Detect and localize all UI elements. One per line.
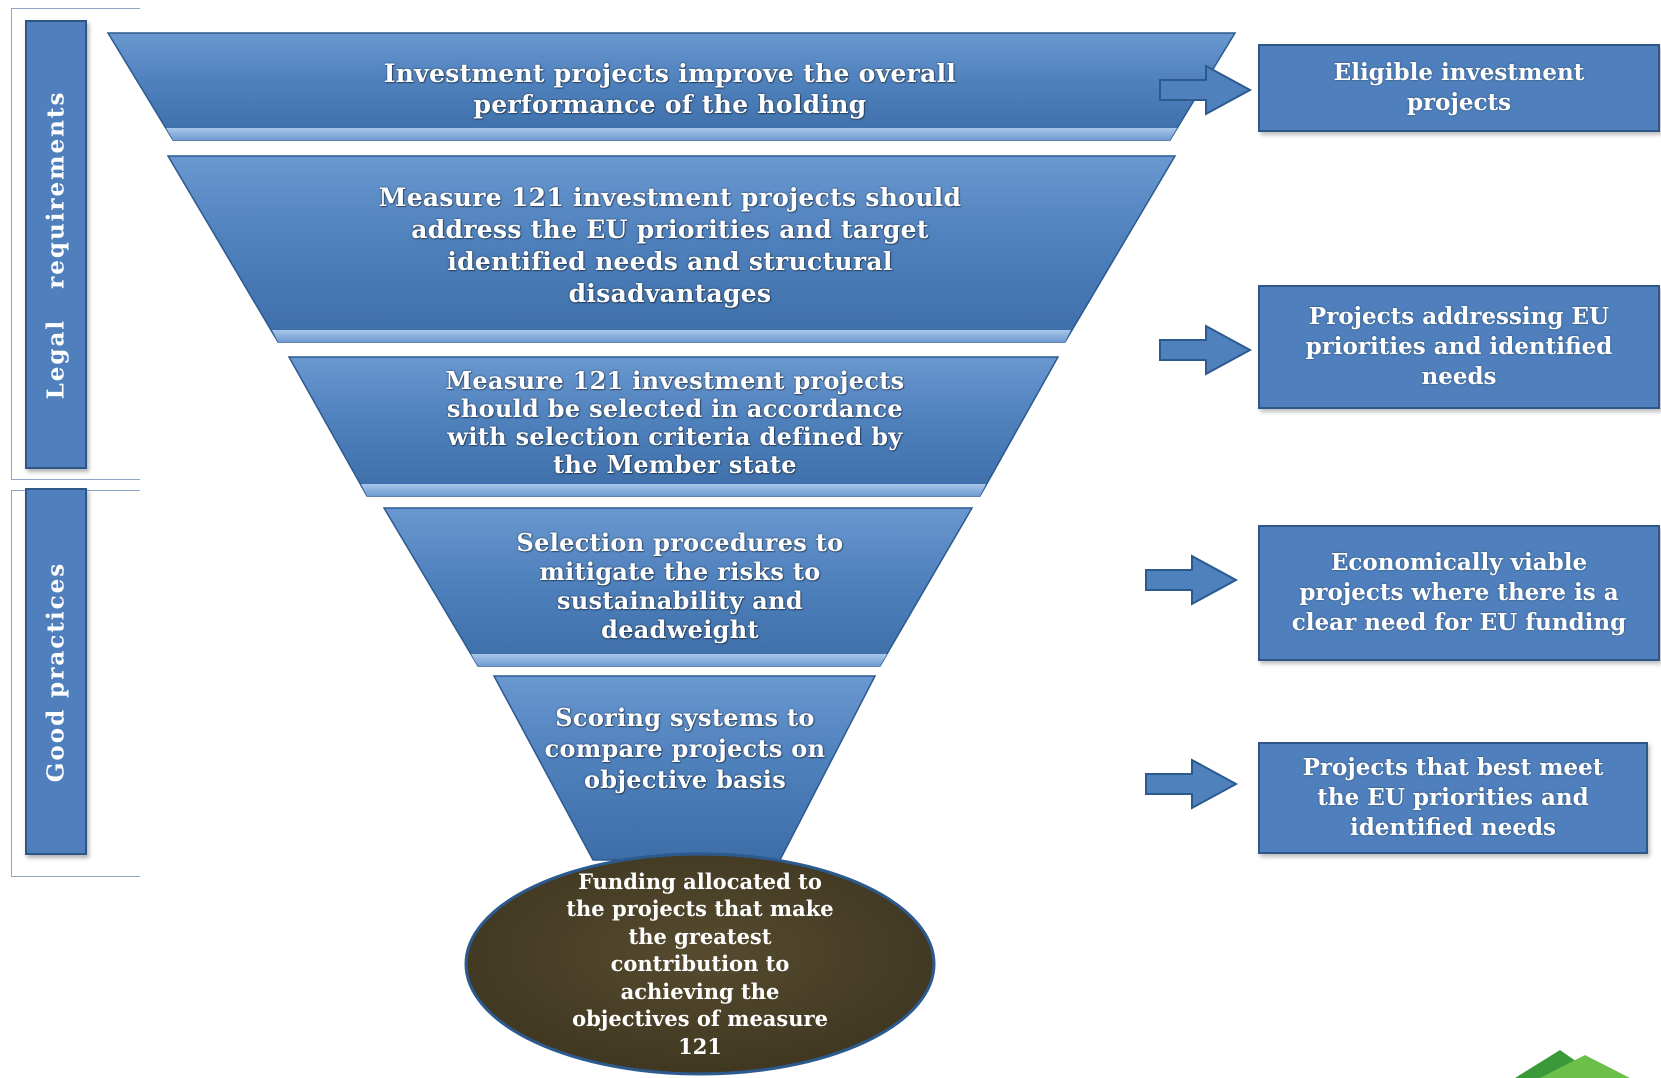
funnel-text-line: disadvantages xyxy=(568,279,772,308)
good-practices-label: Good practices xyxy=(25,488,87,855)
funnel-text-line: sustainability and xyxy=(557,586,803,615)
outcome-text-line: 121 xyxy=(678,1033,722,1059)
funnel-text-line: performance of the holding xyxy=(473,90,867,119)
result-text-line: the EU priorities and xyxy=(1317,784,1589,811)
outcome-text-line: achieving the xyxy=(620,978,780,1004)
legal-bracket xyxy=(11,8,140,480)
result-text-line: Projects addressing EU xyxy=(1308,303,1610,330)
funnel-level-3-text: Measure 121 investment projects should b… xyxy=(380,364,970,482)
result-text-line: identified needs xyxy=(1349,814,1556,841)
funnel-text-line: Measure 121 investment projects should xyxy=(378,183,962,212)
logo-icon xyxy=(1515,1050,1630,1078)
outcome-text-line: Funding allocated to xyxy=(578,868,822,894)
funnel-text-line: mitigate the risks to xyxy=(539,557,821,586)
outcome-text: Funding allocated to the projects that m… xyxy=(520,866,880,1062)
result-text-line: needs xyxy=(1421,363,1497,390)
outcome-text-line: the projects that make xyxy=(566,896,834,922)
funnel-text-line: with selection criteria defined by xyxy=(447,422,903,451)
result-text-line: projects where there is a xyxy=(1299,579,1619,606)
funnel-text-line: the Member state xyxy=(553,450,797,479)
legal-requirements-label: Legal requirements xyxy=(25,20,87,469)
arrow-icon xyxy=(1159,324,1253,376)
outcome-text-line: objectives of measure xyxy=(572,1006,828,1032)
result-box-viable: Economically viable projects where there… xyxy=(1258,525,1660,661)
funnel-level-1-text: Investment projects improve the overall … xyxy=(250,55,1090,123)
result-box-eligible: Eligible investment projects xyxy=(1258,44,1660,132)
funnel-level-4-text: Selection procedures to mitigate the ris… xyxy=(460,526,900,646)
funnel-level-3-shape xyxy=(287,356,1060,497)
funnel-text-line: Selection procedures to xyxy=(516,528,844,557)
arrow-icon xyxy=(1145,758,1239,810)
result-box-best-meet: Projects that best meet the EU prioritie… xyxy=(1258,742,1648,854)
outcome-ellipse xyxy=(464,852,936,1076)
funnel-text-line: Scoring systems to xyxy=(555,702,815,732)
result-text-line: projects xyxy=(1406,89,1512,116)
result-box-priorities: Projects addressing EU priorities and id… xyxy=(1258,285,1660,409)
funnel-text-line: identified needs and structural xyxy=(447,247,893,276)
outcome-text-line: the greatest xyxy=(628,923,772,949)
funnel-level-2-shape xyxy=(166,155,1177,343)
funnel-level-2-text: Measure 121 investment projects should a… xyxy=(300,178,1040,314)
funnel-text-line: deadweight xyxy=(601,615,759,644)
funnel-level-4-shape xyxy=(382,507,974,667)
funnel-text-line: address the EU priorities and target xyxy=(411,215,929,244)
arrow-icon xyxy=(1145,554,1239,606)
outcome-text-line: contribution to xyxy=(610,951,790,977)
result-text-line: Eligible investment xyxy=(1333,59,1585,86)
legal-requirements-text: Legal requirements xyxy=(42,90,70,399)
result-text-line: Projects that best meet xyxy=(1302,754,1604,781)
good-practices-text: Good practices xyxy=(42,561,70,782)
funnel-text-line: objective basis xyxy=(583,764,787,794)
arrow-icon xyxy=(1159,64,1253,116)
result-text-line: clear need for EU funding xyxy=(1291,609,1627,636)
result-text-line: priorities and identified xyxy=(1305,333,1613,360)
funnel-text-line: Investment projects improve the overall xyxy=(383,59,957,88)
funnel-level-1-shape xyxy=(106,32,1237,141)
funnel-text-line: should be selected in accordance xyxy=(447,394,903,423)
funnel-text-line: compare projects on xyxy=(544,733,826,763)
funnel-level-5-text: Scoring systems to compare projects on o… xyxy=(520,700,850,796)
result-text-line: Economically viable xyxy=(1330,549,1588,576)
funnel-text-line: Measure 121 investment projects xyxy=(445,366,905,395)
